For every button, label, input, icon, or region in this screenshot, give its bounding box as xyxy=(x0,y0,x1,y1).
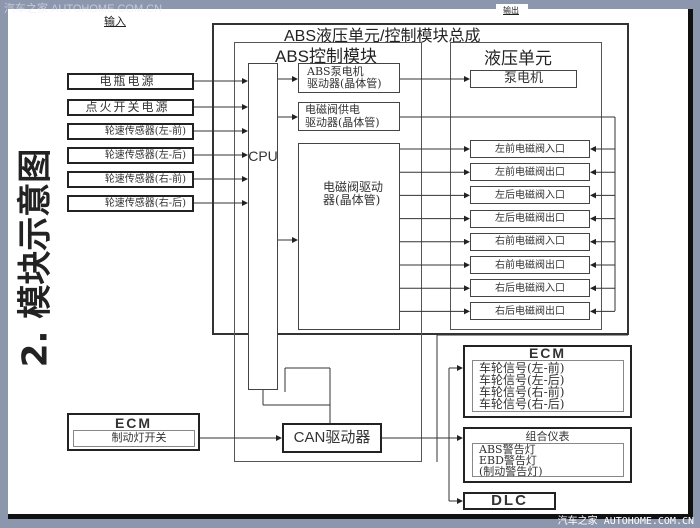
input-label: 轮速传感器(左-后) xyxy=(104,150,186,161)
brake-switch-label: 制动灯开关 xyxy=(111,431,167,445)
valve-supply-line1: 电磁阀供电 xyxy=(305,103,360,117)
valve-box: 左前电磁阀入口 xyxy=(470,140,590,158)
input-box: 点火开关电源 xyxy=(67,99,194,116)
can-driver-box: CAN驱动器 xyxy=(282,423,382,453)
valve-label: 左后电磁阀出口 xyxy=(495,213,565,225)
input-box: 轮速传感器(左-后) xyxy=(67,147,194,164)
valve-box: 左后电磁阀出口 xyxy=(470,209,590,228)
valve-label: 左后电磁阀入口 xyxy=(495,189,565,201)
can-driver-label: CAN驱动器 xyxy=(293,428,371,446)
valve-box: 右后电磁阀入口 xyxy=(470,279,590,298)
valve-supply-driver-box: 电磁阀供电驱动器(晶体管) xyxy=(298,102,400,131)
ecm-signal-item: 车轮信号(右-前) xyxy=(479,385,565,399)
valve-label: 右后电磁阀出口 xyxy=(495,305,565,317)
pump-motor-box: 泵电机 xyxy=(470,70,577,88)
valve-label: 右前电磁阀出口 xyxy=(495,259,565,271)
input-box: 轮速传感器(右-前) xyxy=(67,171,194,188)
input-box: 电瓶电源 xyxy=(67,73,194,90)
valve-box: 左后电磁阀入口 xyxy=(470,186,590,205)
ecm-signal-item: 车轮信号(右-后) xyxy=(479,397,565,411)
pump-motor-label: 泵电机 xyxy=(503,70,543,86)
cpu-label: CPU xyxy=(248,148,278,164)
valve-driver-line2: 器(晶体管) xyxy=(323,193,381,208)
input-label: 电瓶电源 xyxy=(99,73,156,88)
valve-box: 左前电磁阀出口 xyxy=(470,163,590,182)
output-label: 输出 xyxy=(503,6,519,15)
control-module-frame xyxy=(234,42,422,462)
valve-label: 右后电磁阀入口 xyxy=(495,282,565,294)
valve-driver-box: 电磁阀驱动器(晶体管) xyxy=(298,143,400,330)
assembly-title: ABS液压单元/控制模块总成 xyxy=(284,28,481,45)
valve-label: 左前电磁阀出口 xyxy=(495,166,565,178)
valve-label: 右前电磁阀入口 xyxy=(495,236,565,248)
ecm-output-title: ECM xyxy=(528,345,567,361)
valve-label: 左前电磁阀入口 xyxy=(495,143,565,155)
footer-watermark: 汽车之家 AUTOHOME.COM.CN xyxy=(557,516,694,527)
hydraulic-unit-frame xyxy=(450,42,602,330)
cluster-item: (制动警告灯) xyxy=(479,464,543,478)
dlc-box: DLC xyxy=(463,492,556,510)
cluster-item: EBD警告灯 xyxy=(479,453,537,467)
control-module-title: ABS控制模块 xyxy=(275,47,378,66)
pump-driver-line2: 驱动器(晶体管) xyxy=(307,77,382,90)
ecm-signal-item: 车轮信号(左-前) xyxy=(479,361,565,375)
dlc-label: DLC xyxy=(491,491,528,509)
ecm-signal-item: 车轮信号(左-后) xyxy=(479,373,565,387)
input-label: 点火开关电源 xyxy=(85,99,170,114)
watermark-top: 汽车之家 AUTOHOME.COM.CN xyxy=(4,3,163,15)
input-box: 轮速传感器(右-后) xyxy=(67,195,194,212)
pump-driver-line1: ABS泵电机 xyxy=(307,64,364,78)
ecm-input-title: ECM xyxy=(114,415,153,431)
cluster-warning-list: ABS警告灯 EBD警告灯 (制动警告灯) xyxy=(472,443,624,477)
valve-supply-line2: 驱动器(晶体管) xyxy=(305,115,380,129)
valve-box: 右后电磁阀出口 xyxy=(470,302,590,321)
ecm-signal-list: 车轮信号(左-前) 车轮信号(左-后) 车轮信号(右-前) 车轮信号(右-后) xyxy=(472,360,624,412)
valve-driver-line1: 电磁阀驱动 xyxy=(323,180,384,194)
cluster-title: 组合仪表 xyxy=(525,430,570,443)
hydraulic-unit-title: 液压单元 xyxy=(484,49,552,69)
cluster-item: ABS警告灯 xyxy=(479,442,536,456)
input-label: 轮速传感器(左-前) xyxy=(104,126,186,137)
input-label: 输入 xyxy=(104,15,126,28)
valve-box: 右前电磁阀出口 xyxy=(470,256,590,274)
input-label: 轮速传感器(右-前) xyxy=(104,174,186,185)
input-box: 轮速传感器(左-前) xyxy=(67,123,194,140)
input-label: 轮速传感器(右-后) xyxy=(104,198,186,209)
brake-switch-box: 制动灯开关 xyxy=(73,430,195,447)
valve-box: 右前电磁阀入口 xyxy=(470,232,590,251)
pump-driver-box: ABS泵电机驱动器(晶体管) xyxy=(298,63,400,93)
cpu-box: CPU xyxy=(248,63,278,390)
